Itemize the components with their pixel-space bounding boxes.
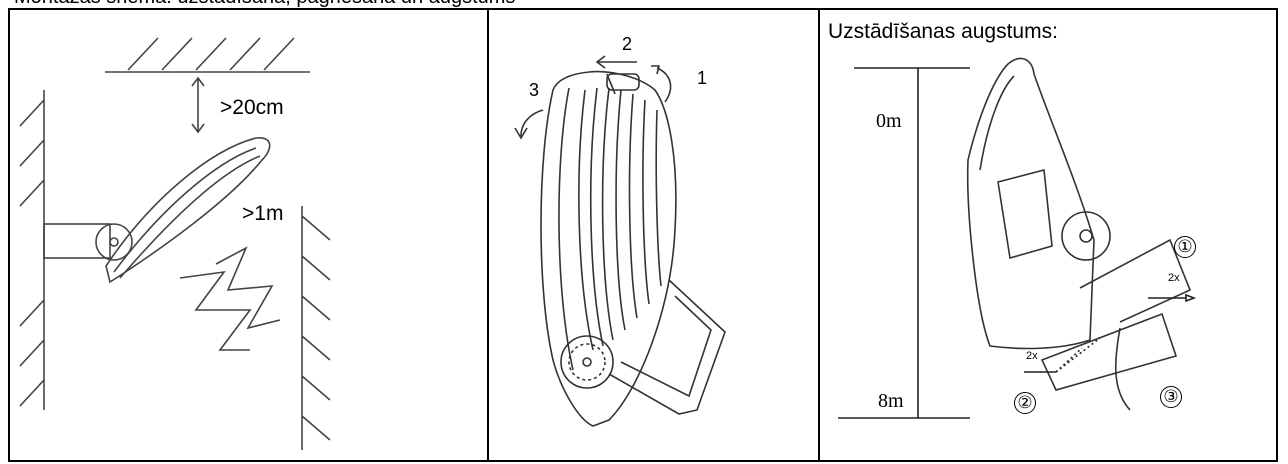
step-3-label: 3 bbox=[529, 80, 540, 100]
clearance-illustration bbox=[19, 37, 331, 450]
right-wall-hatching bbox=[301, 215, 331, 441]
floodlight-side-view bbox=[966, 57, 1192, 411]
step-2-label: 2 bbox=[622, 34, 633, 54]
rotation-panel: 2 1 3 bbox=[489, 10, 820, 460]
arrow-step-1 bbox=[651, 65, 672, 103]
arrow-step-2 bbox=[595, 55, 637, 69]
height-min-label: 0m bbox=[876, 110, 902, 132]
installation-figure-table: >20cm >1m bbox=[8, 8, 1278, 462]
lamp-housing bbox=[540, 70, 677, 427]
lamp-fins bbox=[578, 87, 662, 351]
light-rays bbox=[179, 246, 281, 351]
ceiling-distance-arrow bbox=[191, 76, 205, 134]
height-max-label: 8m bbox=[878, 390, 904, 412]
screw-top bbox=[1148, 293, 1197, 303]
left-wall-hatching bbox=[19, 99, 45, 407]
screw-count-bottom: 2x bbox=[1026, 350, 1038, 362]
cut-off-header-line: Montāžas shēma: uzstādīšana, pagriešana … bbox=[0, 0, 1288, 8]
arrow-step-3 bbox=[514, 109, 544, 140]
screw-bottom bbox=[1024, 337, 1101, 373]
wall-clearance-label: >1m bbox=[242, 202, 284, 225]
mounting-height-panel: Uzstādīšanas augstums: bbox=[820, 10, 1276, 460]
height-scale bbox=[838, 67, 970, 419]
step-3-marker: ③ bbox=[1160, 386, 1182, 408]
step-1-label: 1 bbox=[697, 68, 708, 88]
ceiling-clearance-label: >20cm bbox=[220, 96, 284, 119]
header-text-fragment: Montāžas shēma: uzstādīšana, pagriešana … bbox=[14, 0, 515, 8]
clearance-panel: >20cm >1m bbox=[10, 10, 489, 460]
screw-count-top: 2x bbox=[1168, 272, 1180, 284]
lamp-rotation-illustration bbox=[514, 55, 726, 427]
ceiling-hatching bbox=[127, 37, 295, 71]
step-2-marker: ② bbox=[1014, 392, 1036, 414]
height-scale-illustration bbox=[838, 57, 1197, 419]
lamp-body bbox=[95, 137, 271, 284]
pivot-knob bbox=[560, 335, 614, 389]
mounting-bracket bbox=[608, 279, 726, 415]
mounting-height-title: Uzstādīšanas augstums: bbox=[828, 20, 1058, 43]
step-1-marker: ① bbox=[1174, 236, 1196, 258]
